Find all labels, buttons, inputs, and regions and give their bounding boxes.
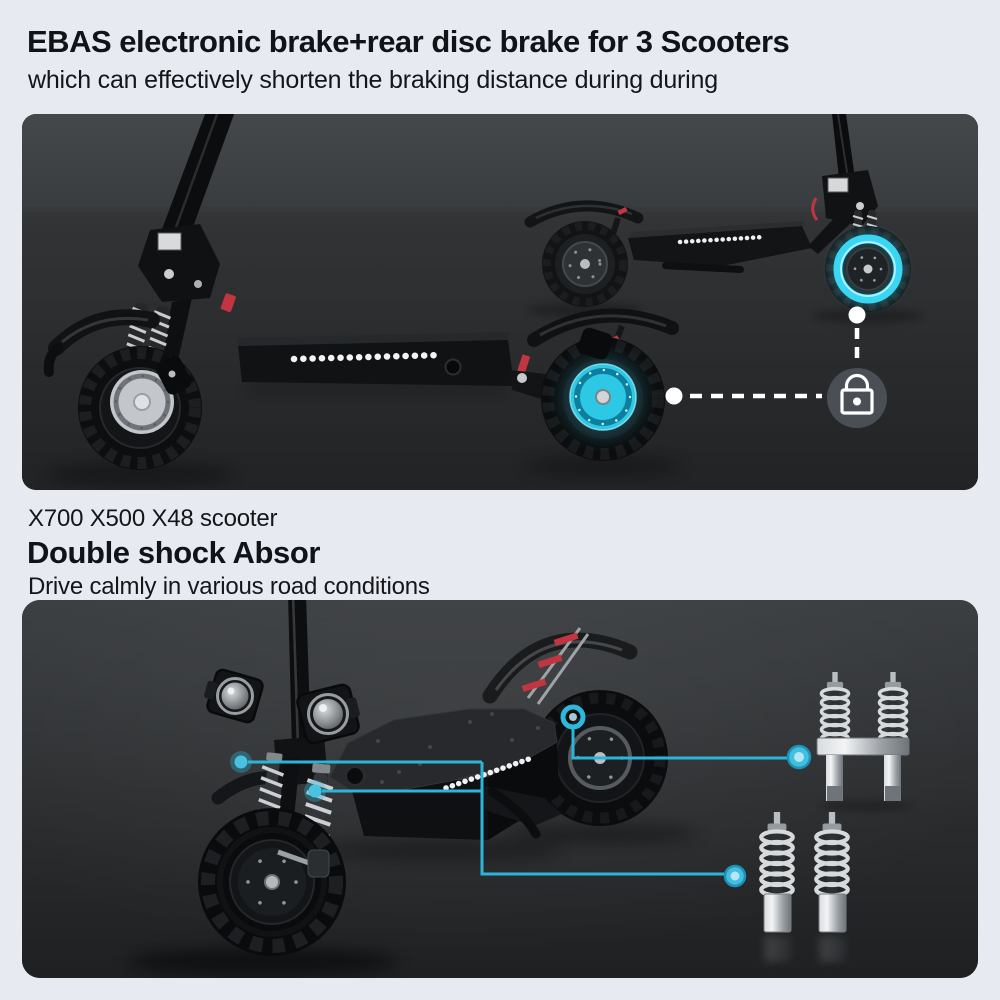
figure-brakes — [22, 114, 978, 490]
callout-dot-rear-disc — [665, 387, 683, 405]
shock-title: Double shock Absor — [27, 535, 321, 570]
shock-callouts — [230, 704, 812, 888]
headlight-right — [296, 683, 360, 745]
scooter-side-view — [524, 114, 911, 312]
glow-disc-brake — [541, 327, 665, 461]
headlight-left — [204, 668, 264, 724]
deck — [238, 332, 514, 386]
lock-icon — [840, 373, 874, 415]
shock-subtitle: Drive calmly in various road conditions — [28, 573, 430, 600]
models-line: X700 X500 X48 scooter — [28, 505, 278, 532]
floor-shadows — [45, 303, 923, 485]
callout-dot-glow-wheel — [848, 306, 866, 324]
page-subtitle: which can effectively shorten the brakin… — [28, 65, 718, 94]
lock-badge — [827, 368, 887, 428]
brake-callouts — [665, 306, 887, 428]
floor-shadows-2 — [127, 824, 697, 976]
glow-ring-wheel — [825, 226, 911, 312]
front-shock-springs-pair — [761, 812, 848, 962]
shocks-illustration — [22, 600, 978, 978]
cyan-ring-target-rear — [786, 744, 812, 770]
deck-2 — [329, 708, 562, 840]
brakes-illustration — [22, 114, 978, 490]
brake-header: EBAS electronic brake+rear disc brake fo… — [27, 24, 977, 95]
callout-line-down — [480, 762, 724, 876]
front-wheel-disc-brake — [78, 346, 202, 470]
front-wheel-2 — [198, 808, 346, 956]
rear-shock-assembly — [816, 670, 913, 811]
cyan-dot-spring-left — [230, 751, 252, 773]
shock-header: X700 X500 X48 scooter Double shock Absor… — [27, 505, 968, 601]
figure-shocks — [22, 600, 978, 978]
cyan-ring-target-front — [723, 864, 747, 888]
page-title: EBAS electronic brake+rear disc brake fo… — [27, 24, 790, 59]
callout-line-rear — [571, 728, 788, 760]
cyan-dot-spring-right — [304, 780, 326, 802]
scooter-closeup — [43, 114, 679, 470]
cyan-ring-fender — [560, 704, 586, 730]
